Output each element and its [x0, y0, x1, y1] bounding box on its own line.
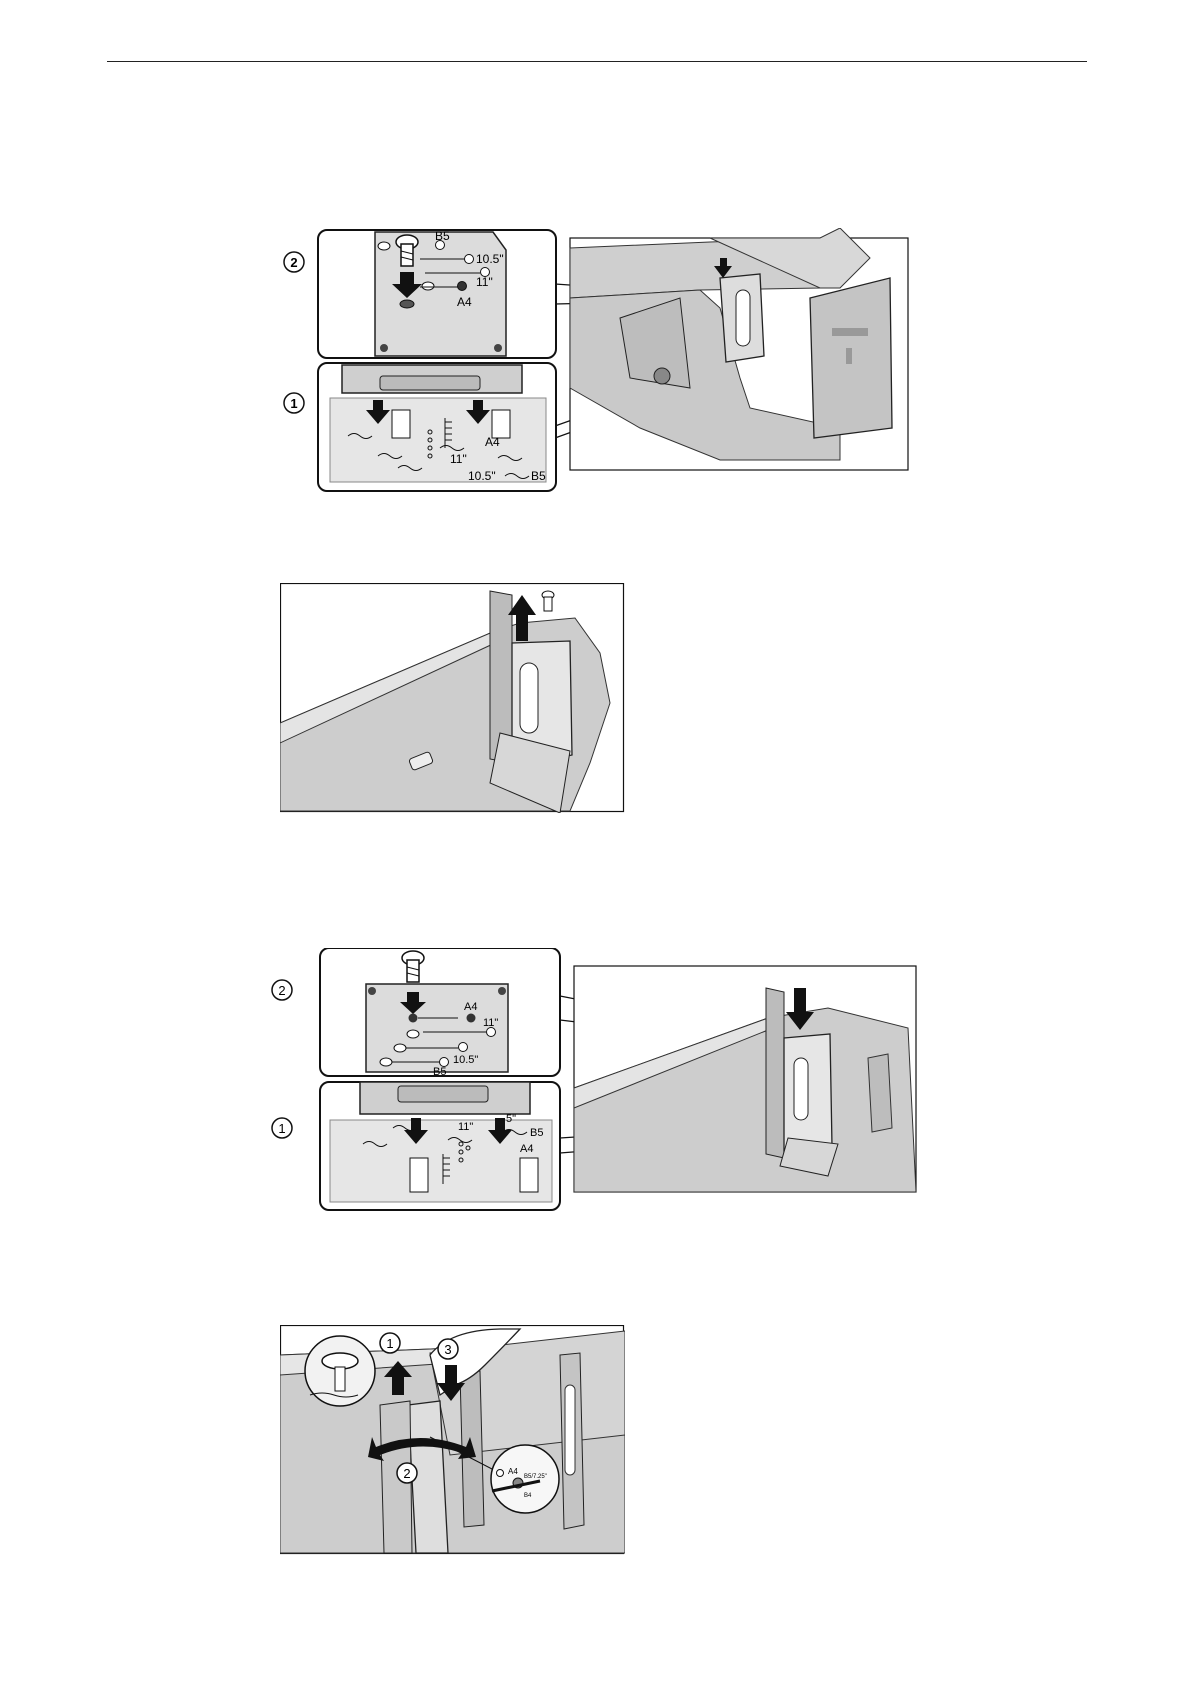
label-b5: B5 — [530, 1127, 543, 1139]
label-a4: A4 — [464, 1001, 477, 1013]
label-11: 11" — [450, 452, 467, 466]
label-b5: B5 — [433, 1066, 446, 1078]
pin-zoom-inset — [305, 1336, 375, 1406]
label-11: 11" — [458, 1121, 473, 1133]
svg-text:1: 1 — [386, 1336, 393, 1351]
callout-1-bottom: 11" 5" B5 A4 — [320, 1082, 560, 1210]
step-badge-3: 3 — [438, 1339, 458, 1359]
step-badge-2: 2 — [397, 1463, 417, 1483]
paper-tray-illustration — [574, 966, 916, 1192]
label-b5: B5 — [531, 469, 546, 483]
label-b4: B4 — [524, 1493, 532, 1499]
svg-text:1: 1 — [278, 1121, 285, 1136]
figure-3-guide-to-a4: A4 11" 10.5" B5 2 11" 5" B5 A4 — [268, 948, 918, 1213]
label-10-5: 10.5" — [453, 1054, 478, 1066]
svg-text:2: 2 — [290, 255, 297, 270]
callout-1-bottom: A4 11" 10.5" B5 — [318, 363, 556, 491]
label-a4: A4 — [520, 1143, 533, 1155]
figure-4-adjust-guide-lever: A4 B5/7.25" B4 1 3 2 — [280, 1325, 625, 1555]
header-rule — [107, 61, 1087, 62]
label-b5-7-25: B5/7.25" — [524, 1474, 547, 1480]
callout-2-top: A4 11" 10.5" B5 — [320, 948, 560, 1078]
callout-2-top: B5 10.5" 11" A4 — [318, 229, 556, 358]
label-a4: A4 — [485, 435, 500, 449]
label-a4: A4 — [508, 1467, 518, 1476]
label-a4: A4 — [457, 295, 472, 309]
svg-text:2: 2 — [278, 983, 285, 998]
step-badge-2: 2 — [284, 252, 304, 272]
step-badge-1: 1 — [284, 393, 304, 413]
label-b5: B5 — [435, 229, 450, 243]
screw-icon — [542, 591, 554, 611]
svg-text:1: 1 — [290, 396, 297, 411]
step-badge-1: 1 — [272, 1118, 292, 1138]
step-badge-2: 2 — [272, 980, 292, 1000]
label-5: 5" — [506, 1113, 516, 1125]
svg-text:2: 2 — [403, 1466, 410, 1481]
figure-2-remove-screw — [280, 583, 625, 813]
svg-text:3: 3 — [444, 1342, 451, 1357]
step-badge-1: 1 — [380, 1333, 400, 1353]
paper-tray-illustration — [570, 228, 908, 470]
figure-1-guide-to-b5: B5 10.5" 11" A4 2 A4 11" — [280, 228, 910, 498]
label-10-5: 10.5" — [468, 469, 496, 483]
label-10-5: 10.5" — [476, 252, 504, 266]
label-11: 11" — [476, 275, 493, 289]
label-11: 11" — [483, 1017, 498, 1029]
